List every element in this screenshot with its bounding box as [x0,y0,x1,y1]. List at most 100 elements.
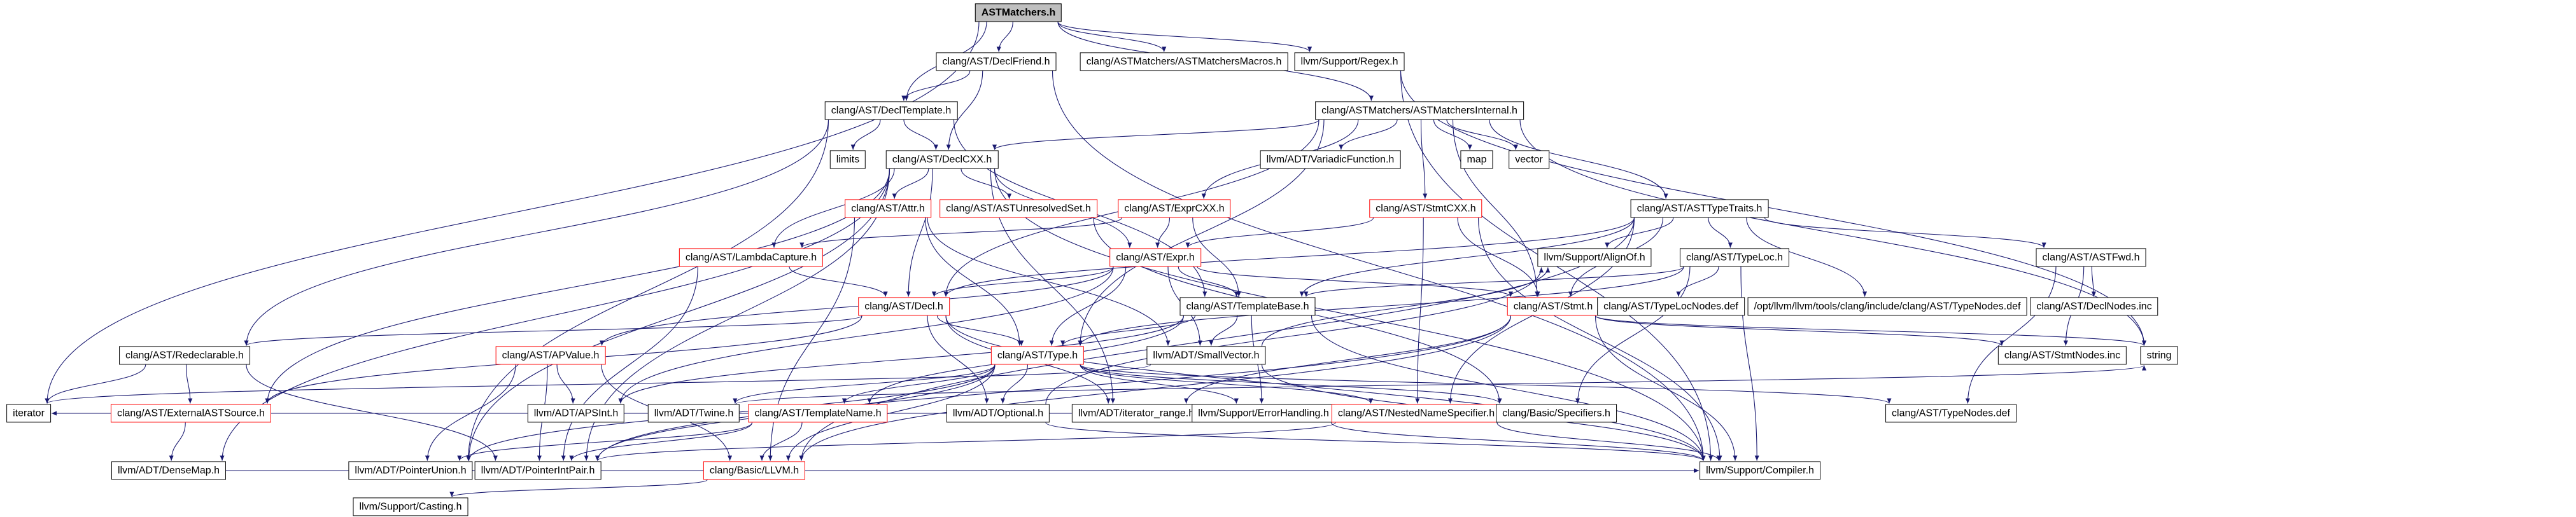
graph-node-typenodesdef[interactable]: clang/AST/TypeNodes.def [1885,404,2016,423]
dependency-edge-type-to-twine [733,364,996,404]
graph-node-smallvector[interactable]: llvm/ADT/SmallVector.h [1146,346,1266,365]
graph-node-iteratorrange[interactable]: llvm/ADT/iterator_range.h [1071,404,1201,423]
graph-node-exprcxx[interactable]: clang/AST/ExprCXX.h [1118,199,1231,218]
dependency-edge-templatebase-to-smallvector [1209,315,1238,346]
graph-node-limits[interactable]: limits [829,150,866,169]
graph-node-decltemplate[interactable]: clang/AST/DeclTemplate.h [824,101,958,120]
dependency-edge-astmatchers-to-matchersmacros [1057,22,1167,52]
dependency-edge-expr-to-apsint [618,266,1114,404]
dependency-edge-redeclarable-to-pointerintpair [246,364,498,461]
dependency-edge-typeloc-to-type [1078,266,1684,346]
dependency-edge-stmt-to-compiler [1594,315,1738,461]
graph-node-typeloc[interactable]: clang/AST/TypeLoc.h [1679,248,1790,267]
graph-node-variadicfunction[interactable]: llvm/ADT/VariadicFunction.h [1260,150,1401,169]
graph-node-externalastsource[interactable]: clang/AST/ExternalASTSource.h [110,404,272,423]
graph-node-nestednamespecifier[interactable]: clang/AST/NestedNameSpecifier.h [1331,404,1502,423]
dependency-edge-redeclarable-to-iterator [45,364,146,404]
graph-node-typelocnodes[interactable]: clang/AST/TypeLocNodes.def [1597,297,1745,316]
graph-node-errorhandling[interactable]: llvm/Support/ErrorHandling.h [1192,404,1335,423]
graph-node-lambdacapture[interactable]: clang/AST/LambdaCapture.h [679,248,824,267]
graph-node-declfriend[interactable]: clang/AST/DeclFriend.h [936,52,1057,71]
dependency-edge-decl-to-redeclarable [244,315,862,346]
dependency-edge-asttypetraits-to-decl [943,217,1635,297]
graph-node-astfwd[interactable]: clang/AST/ASTFwd.h [2036,248,2146,267]
dependency-edge-expr-to-apvalue [600,266,1114,346]
dependency-edge-expr-to-decl [931,266,1114,297]
graph-node-pointerunion[interactable]: llvm/ADT/PointerUnion.h [348,461,473,480]
dependency-edge-declcxx-to-astunresolvedset [961,169,1012,199]
graph-node-redeclarable[interactable]: clang/AST/Redeclarable.h [119,346,250,365]
dependency-edge-matchersinternal-to-asttypetraits [1489,120,1668,199]
dependency-edge-decl-to-optional [927,315,989,404]
graph-node-map[interactable]: map [1460,150,1493,169]
graph-node-templatename[interactable]: clang/AST/TemplateName.h [748,404,888,423]
graph-node-apvalue[interactable]: clang/AST/APValue.h [495,346,606,365]
dependency-edge-stmt-to-llvmh [799,315,1512,461]
graph-node-attr[interactable]: clang/AST/Attr.h [845,199,931,218]
dependency-edge-typeloc-to-templatebase [1304,266,1684,297]
dependency-edge-stmt-to-pointerintpair [595,315,1512,461]
graph-node-astunresolvedset[interactable]: clang/AST/ASTUnresolvedSet.h [940,199,1097,218]
graph-node-decl[interactable]: clang/AST/Decl.h [858,297,950,316]
graph-node-casting[interactable]: llvm/Support/Casting.h [353,497,468,516]
dependency-edge-declfriend-to-compiler [1052,71,1706,461]
dependency-edge-stmt-to-iteratorrange [1184,315,1512,404]
dependency-edge-matchersinternal-to-declcxx [992,120,1320,150]
dependency-edge-twine-to-string [735,365,2146,404]
graph-node-type[interactable]: clang/AST/Type.h [990,346,1085,365]
graph-node-matchersmacros[interactable]: clang/ASTMatchers/ASTMatchersMacros.h [1080,52,1288,71]
dependency-edge-decl-to-compiler [945,315,1706,461]
graph-node-pointerintpair[interactable]: llvm/ADT/PointerIntPair.h [474,461,602,480]
graph-node-apsint[interactable]: llvm/ADT/APSInt.h [527,404,625,423]
dependency-edge-asttypetraits-to-alignof [1605,217,1674,248]
dependency-edge-declfriend-to-decltemplate [901,71,971,101]
dependency-edge-astmatchers-to-iterator [45,22,980,404]
dependency-edge-matchersinternal-to-stmtcxx [1420,120,1428,199]
graph-node-matchersinternal[interactable]: clang/ASTMatchers/ASTMatchersInternal.h [1315,101,1524,120]
dependency-edge-decltemplate-to-pointerunion [466,120,829,461]
dependency-edge-llvmh-to-casting [449,479,708,498]
graph-node-twine[interactable]: llvm/ADT/Twine.h [647,404,740,423]
graph-node-expr[interactable]: clang/AST/Expr.h [1109,248,1201,267]
graph-node-optional[interactable]: llvm/ADT/Optional.h [946,404,1050,423]
dependency-edge-lambdacapture-to-pointerintpair [561,266,698,461]
graph-node-llvmh[interactable]: clang/Basic/LLVM.h [703,461,806,480]
dependency-edge-stmt-to-string [1594,315,2146,346]
graph-node-stmtnodesinc[interactable]: clang/AST/StmtNodes.inc [1997,346,2127,365]
dependency-edge-optional-to-compiler [1045,422,1706,461]
graph-node-typenodeslong[interactable]: /opt/llvm/llvm/tools/clang/include/clang… [1747,297,2027,316]
graph-node-stmt[interactable]: clang/AST/Stmt.h [1507,297,1600,316]
dependency-edge-lambdacapture-to-decl [789,266,888,297]
dependency-edge-type-to-optional [1000,364,1029,404]
dependency-edge-attr-to-smallvector [927,217,1171,346]
graph-node-declnodesinc[interactable]: clang/AST/DeclNodes.inc [2030,297,2158,316]
graph-node-vector[interactable]: vector [1509,150,1549,169]
graph-node-densemap[interactable]: llvm/ADT/DenseMap.h [111,461,227,480]
dependency-edge-expr-to-stmt [1197,266,1513,297]
graph-node-astmatchers: ASTMatchers.h [975,3,1062,22]
graph-node-string[interactable]: string [2140,346,2178,365]
dependency-edge-templatebase-to-compiler [1311,315,1706,461]
dependency-edge-type-to-errorhandling [1080,364,1239,404]
dependency-edge-redeclarable-to-externalastsource [185,364,193,404]
graph-node-compiler[interactable]: llvm/Support/Compiler.h [1700,461,1820,480]
dependency-edge-exprcxx-to-expr [1155,217,1171,248]
dependency-edge-templatebase-to-type [1060,315,1196,346]
dependency-edge-typeloc-to-typelocnodes [1676,266,1719,297]
graph-node-asttypetraits[interactable]: clang/AST/ASTTypeTraits.h [1630,199,1769,218]
dependency-edge-templatebase-to-apsint [618,315,1185,404]
graph-node-declcxx[interactable]: clang/AST/DeclCXX.h [885,150,999,169]
dependency-edge-astmatchers-to-declfriend [996,22,1013,52]
dependency-edge-templatename-to-llvmh [759,422,803,461]
dependency-edge-stmtcxx-to-compiler [1477,217,1722,461]
graph-node-regex[interactable]: llvm/Support/Regex.h [1294,52,1405,71]
dependency-edge-typeloc-to-specifiers [1575,266,1691,404]
graph-node-templatebase[interactable]: clang/AST/TemplateBase.h [1179,297,1316,316]
dependency-edge-declcxx-to-decl [906,169,933,297]
graph-node-alignof[interactable]: llvm/Support/AlignOf.h [1537,248,1652,267]
dependency-edge-matchersinternal-to-stmt [1452,120,1540,297]
dependency-edge-expr-to-type [1049,266,1127,346]
graph-node-specifiers[interactable]: clang/Basic/Specifiers.h [1496,404,1617,423]
graph-node-stmtcxx[interactable]: clang/AST/StmtCXX.h [1369,199,1482,218]
graph-node-iterator[interactable]: iterator [6,404,51,423]
